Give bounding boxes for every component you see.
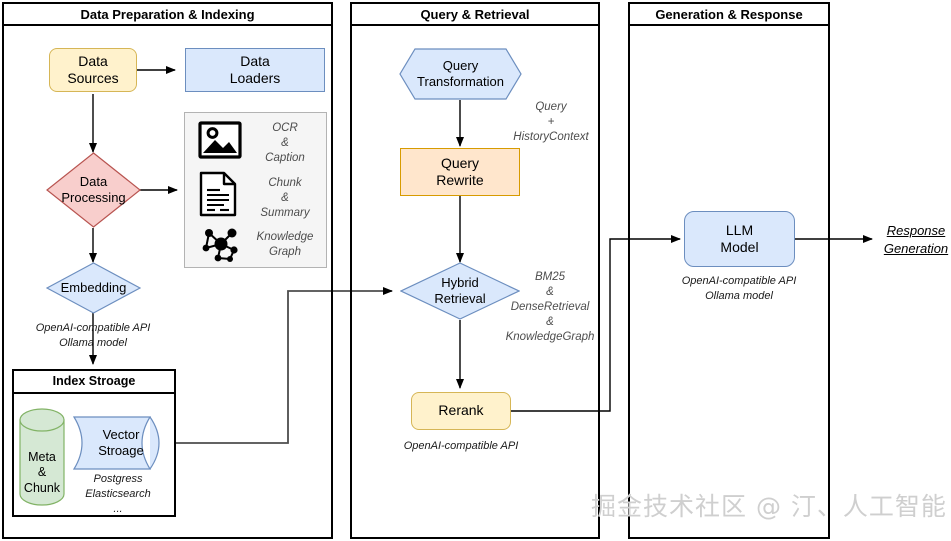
node-data-processing[interactable]: Data Processing (46, 152, 141, 228)
node-hybrid-retrieval[interactable]: Hybrid Retrieval (400, 262, 520, 320)
llm-note-line1: OpenAI-compatible API (681, 275, 797, 287)
capability-label-chunk: Chunk & Summary (260, 177, 310, 219)
vector-note-postgress: Postgress (93, 473, 143, 485)
embedding-note-line1: OpenAI-compatible API (35, 322, 151, 334)
index-storage-title: Index Stroage (12, 369, 176, 394)
image-icon (198, 120, 244, 164)
capability-label-kg: Knowledge Graph (256, 231, 314, 258)
vector-note-ellipsis: ... (113, 503, 123, 515)
hexagon-shape (399, 48, 522, 100)
node-query-rewrite[interactable]: Query Rewrite (400, 148, 520, 196)
node-data-loaders[interactable]: Data Loaders (185, 48, 325, 92)
node-data-processing-label: Data Processing (61, 173, 126, 205)
embedding-note-line2: Ollama model (59, 337, 127, 349)
cylinder-shape (19, 408, 65, 506)
diamond-shape (400, 262, 520, 320)
capability-label-ocr: OCR & Caption (265, 122, 305, 164)
node-meta-chunk[interactable]: Meta & Chunk (18, 408, 66, 506)
node-query-transformation-label: Query Transformation (417, 57, 504, 89)
llm-note-line2: Ollama model (705, 290, 773, 302)
node-vector-storage[interactable]: Vector Stroage (72, 415, 170, 471)
node-embedding[interactable]: Embedding (46, 262, 141, 314)
node-rerank[interactable]: Rerank (411, 392, 511, 430)
node-query-transformation[interactable]: Query Transformation (399, 48, 522, 100)
vector-note-elasticsearch: Elasticsearch (85, 488, 151, 500)
panel-title-query-retrieval: Query & Retrieval (350, 2, 600, 26)
knowledge-graph-icon (196, 222, 246, 264)
rerank-note: OpenAI-compatible API (403, 440, 519, 452)
panel-title-generation-response: Generation & Response (628, 2, 830, 26)
node-data-sources[interactable]: Data Sources (49, 48, 137, 92)
watermark: 掘金技术社区 @ 汀、人工智能 (591, 492, 947, 521)
panel-generation-response (628, 2, 830, 539)
diamond-shape (46, 262, 141, 314)
diamond-shape (46, 152, 141, 228)
node-llm-model[interactable]: LLM Model (684, 211, 795, 267)
node-meta-chunk-label: Meta & Chunk (23, 449, 61, 495)
query-transform-note: Query + HistoryContext (513, 101, 589, 143)
node-embedding-label: Embedding (60, 279, 127, 295)
node-vector-storage-label: Vector Stroage (98, 426, 144, 458)
tape-shape (72, 416, 160, 470)
document-icon (198, 171, 244, 217)
node-hybrid-retrieval-label: Hybrid Retrieval (434, 274, 486, 306)
hybrid-retrieval-note: BM25 & DenseRetrieval & KnowledgeGraph (505, 271, 595, 343)
panel-title-data-preparation: Data Preparation & Indexing (2, 2, 333, 26)
label-response-generation: Response Generation (883, 223, 949, 256)
